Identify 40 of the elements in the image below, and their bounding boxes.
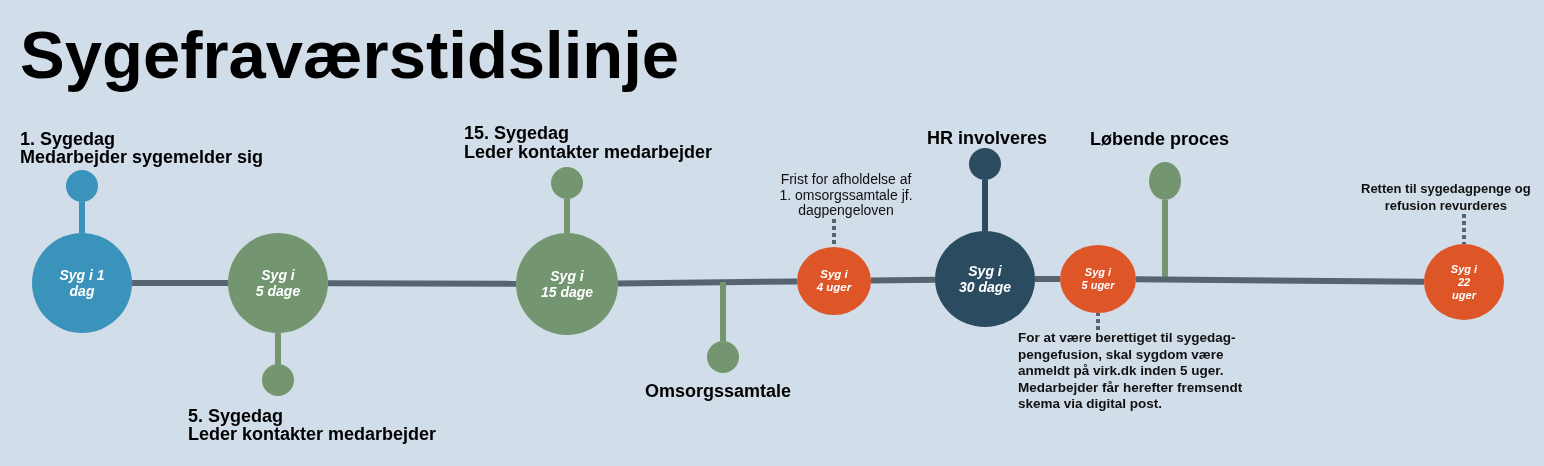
- milestone-label: 15. Sygedag: [464, 123, 570, 143]
- leader-line: [1462, 214, 1466, 244]
- timeline-line: [617, 278, 798, 287]
- dot-icon: [551, 167, 583, 199]
- milestone-label: Løbende proces: [1090, 129, 1230, 149]
- timeline-line: [1035, 276, 1060, 282]
- milestone-circle: Syg i 4 uger: [797, 247, 871, 315]
- dot-icon: [707, 341, 739, 373]
- oval-icon: [1149, 162, 1181, 200]
- milestone-label: 5. Sygedag: [188, 406, 284, 426]
- note-text: For at være berettiget til sygedag- pengefusion, skal sygdom være anmeldt på virk.dk inden 5 uger. Medarbejder får herefter fremsendt skema via digital post.: [1018, 330, 1243, 413]
- stem-line: [564, 199, 570, 233]
- milestone-circle: Syg i 5 uger: [1060, 245, 1136, 313]
- stem-line: [982, 180, 988, 231]
- milestone-label: Leder kontakter medarbejder: [188, 424, 437, 444]
- stem-line: [275, 333, 281, 364]
- note-text: Frist for afholdelse af 1. omsorgssamtale jf. dagpengeloven: [779, 172, 913, 219]
- stem-line: [1162, 200, 1168, 279]
- dot-icon: [262, 364, 294, 396]
- stem-line: [79, 202, 85, 233]
- stem-line: [720, 282, 726, 341]
- milestone-circle: Syg i 22 uger: [1424, 244, 1504, 320]
- leader-line: [832, 219, 836, 247]
- milestone-circle: Syg i 1 dag: [32, 233, 132, 333]
- milestone-circle: Syg i 5 dage: [228, 233, 328, 333]
- milestone-label: HR involveres: [927, 128, 1048, 148]
- milestone-label: 1. Sygedag: [20, 129, 116, 149]
- note-text: Retten til sygedagpenge og refusion revurderes: [1361, 181, 1531, 214]
- timeline-line: [132, 280, 228, 286]
- milestone-label: Omsorgssamtale: [645, 381, 792, 401]
- milestone-circle: Syg i 30 dage: [935, 231, 1035, 327]
- dot-icon: [969, 148, 1001, 180]
- leader-line: [1096, 313, 1100, 330]
- timeline-line: [1135, 276, 1425, 285]
- milestone-label: Leder kontakter medarbejder: [464, 142, 713, 162]
- dot-icon: [66, 170, 98, 202]
- timeline-line: [328, 280, 516, 287]
- milestone-label: Medarbejder sygemelder sig: [20, 147, 264, 167]
- milestone-circle: Syg i 15 dage: [516, 233, 618, 335]
- timeline-line: [870, 276, 936, 284]
